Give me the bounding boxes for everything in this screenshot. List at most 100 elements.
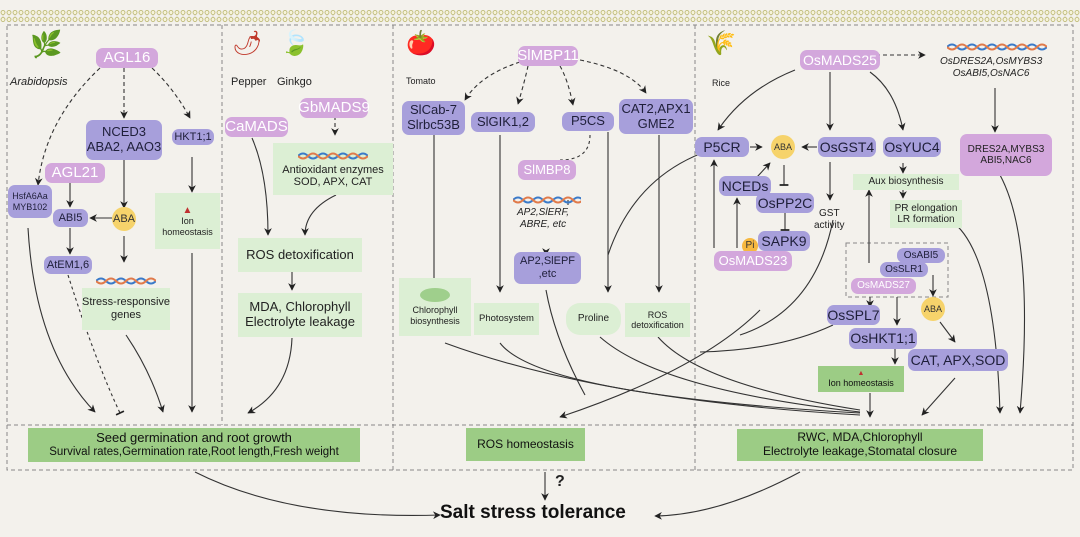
curve-photosystem-outcome [499,342,861,414]
node-osgst4: OsGST4 [818,137,876,157]
ginkgo-plant-icon: 🍃 [280,30,310,57]
pepper-plant-icon: 🌶 [232,30,263,57]
species-label-rice: Rice [712,78,731,88]
arrow-camads-ros [251,137,272,236]
tomato-plant-icon: 🍅 [406,30,436,57]
arrow-antiox-ros [301,194,337,236]
species-label-pepper: Pepper [231,76,267,88]
outcome-ros-homeostasis: ROS homeostasis [466,428,585,461]
node-pr-elongation: PR elongation LR formation [890,200,962,228]
curve-ap2-outcome [545,289,586,396]
node-hsfa6aa-myb102: HsfA6Aa MYB102 [8,185,52,218]
species-label-ginkgo: Ginkgo [277,76,312,88]
node-cat2-apx1-gme2: CAT2,APX1 GME2 [619,99,693,134]
arrow-agl16-hsf [34,67,101,186]
node-cat-apx-sod: CAT, APX,SOD [908,349,1008,371]
node-osmads27: OsMADS27 [851,278,916,294]
node-stress-responsive-genes: Stress-responsive genes [82,288,170,330]
node-slcab7-slrbc53b: SlCab-7 Slrbc53B [402,101,465,135]
node-mda-chlorophyll: MDA, Chlorophyll Electrolyte leakage [238,293,362,337]
node-osspl7: OsSPL7 [827,305,880,325]
inhibit-slmbp8-p5cs [559,134,591,161]
node-ros-detoxification: ROS detoxification [238,238,362,272]
membrane-border [0,10,1080,22]
panel-frames [6,24,1074,471]
dna-helix-icon [96,277,156,285]
arrow-agl16-hkt [151,67,191,119]
node-aba-rice: ABA [771,135,795,159]
arrow-hsf-outcome [27,227,96,413]
node-slmbp8: SlMBP8 [518,160,576,180]
arrow-genes-outcome [125,334,165,413]
node-aba-rice-2: ABA [921,297,945,321]
arrow-slmbp11-slcab [464,61,521,101]
node-ion-homeostasis-rice: ▲ Ion homeostasis [818,366,904,392]
node-nced3: NCED3 ABA2, AAO3 [86,120,162,160]
ion-icon: ▲ [182,204,193,216]
chloroplast-icon [420,288,450,303]
node-aba: ABA [112,207,136,231]
ion-icon: ▲ [857,369,865,377]
tomato-target-genes: AP2,SlERF, ABRE, etc [517,207,570,230]
node-slmbp11: SlMBP11 [517,46,579,66]
curve-osspl7-left [699,324,834,353]
arrow-mda-outcome [247,337,293,414]
node-hkt1: HKT1;1 [172,129,214,145]
node-osyuc4: OsYUC4 [883,137,941,157]
node-ion-homeostasis: ▲ Ion homeostasis [155,193,220,249]
arrow-cat-outcome [921,377,956,416]
node-abi5: ABI5 [53,209,88,227]
node-dres2a-mybs3: DRES2A,MYBS3 ABI5,NAC6 [960,134,1052,176]
curve-p5cr-proline [607,141,743,256]
arrow-slmbp11-slgik [516,65,529,105]
node-osmads23: OsMADS23 [714,251,792,271]
curve-proline-outcome [599,336,861,413]
arrow-seed-tolerance [194,471,441,520]
arrow-nceds-aba [756,162,771,178]
arrow-pr-outcome [949,219,1004,414]
node-aux-biosynthesis: Aux biosynthesis [853,174,959,190]
node-ospp2c: OsPP2C [756,193,814,213]
rice-plant-icon: 🌾 [706,30,736,57]
arrow-rice-ros-homeostasis [559,309,761,419]
arrow-dres-outcome [999,174,1026,414]
rice-target-genes: OsDRES2A,OsMYBS3 OsABI5,OsNAC6 [940,56,1043,79]
node-atem16: AtEM1,6 [44,256,92,274]
node-oshkt11: OsHKT1;1 [849,328,917,349]
label-gst-activity: GST activity [814,208,845,231]
node-proline: Proline [566,303,621,335]
node-agl21: AGL21 [45,163,105,183]
node-osmads25: OsMADS25 [800,50,880,70]
question-mark: ? [555,473,565,490]
node-sapk9: SAPK9 [758,231,810,251]
inhibit-atem-outcome [67,274,125,416]
node-ap2-slepf: AP2,SlEPF ,etc [514,252,581,284]
arrow-aba-cat [939,321,956,343]
salt-stress-tolerance-title: Salt stress tolerance [440,502,626,523]
arrow-rwc-tolerance [654,471,801,520]
node-camads: CaMADS [225,117,288,137]
curve-gst-outcome [739,219,834,336]
outcome-rwc-mda: RWC, MDA,Chlorophyll Electrolyte leakage… [737,429,983,461]
dna-helix-icon [947,43,1047,51]
arrow-slmbp11-p5cs [559,65,576,106]
species-label-arabidopsis: Arabidopsis [10,76,68,88]
species-label-tomato: Tomato [406,76,436,86]
dna-helix-icon [513,196,581,204]
node-p5cs: P5CS [562,112,614,131]
arrow-slmbp11-cat2 [579,59,647,94]
arrow-osmads25-osyuc4 [869,71,906,131]
arabidopsis-plant-icon: 🌿 [30,29,63,59]
dna-helix-icon [298,152,368,160]
node-photosystem: Photosystem [474,303,539,335]
node-slgik12: SlGIK1,2 [471,112,535,132]
curve-rosdetox-outcome [657,336,861,411]
node-osslr1: OsSLR1 [880,262,928,277]
node-osabi5: OsABI5 [897,248,945,263]
node-ros-detoxification-tomato: ROS detoxification [625,303,690,337]
node-pi: Pi [742,238,758,254]
node-nceds: NCEDs [719,176,771,196]
node-chlorophyll-biosynthesis: Chlorophyll biosynthesis [399,278,471,336]
